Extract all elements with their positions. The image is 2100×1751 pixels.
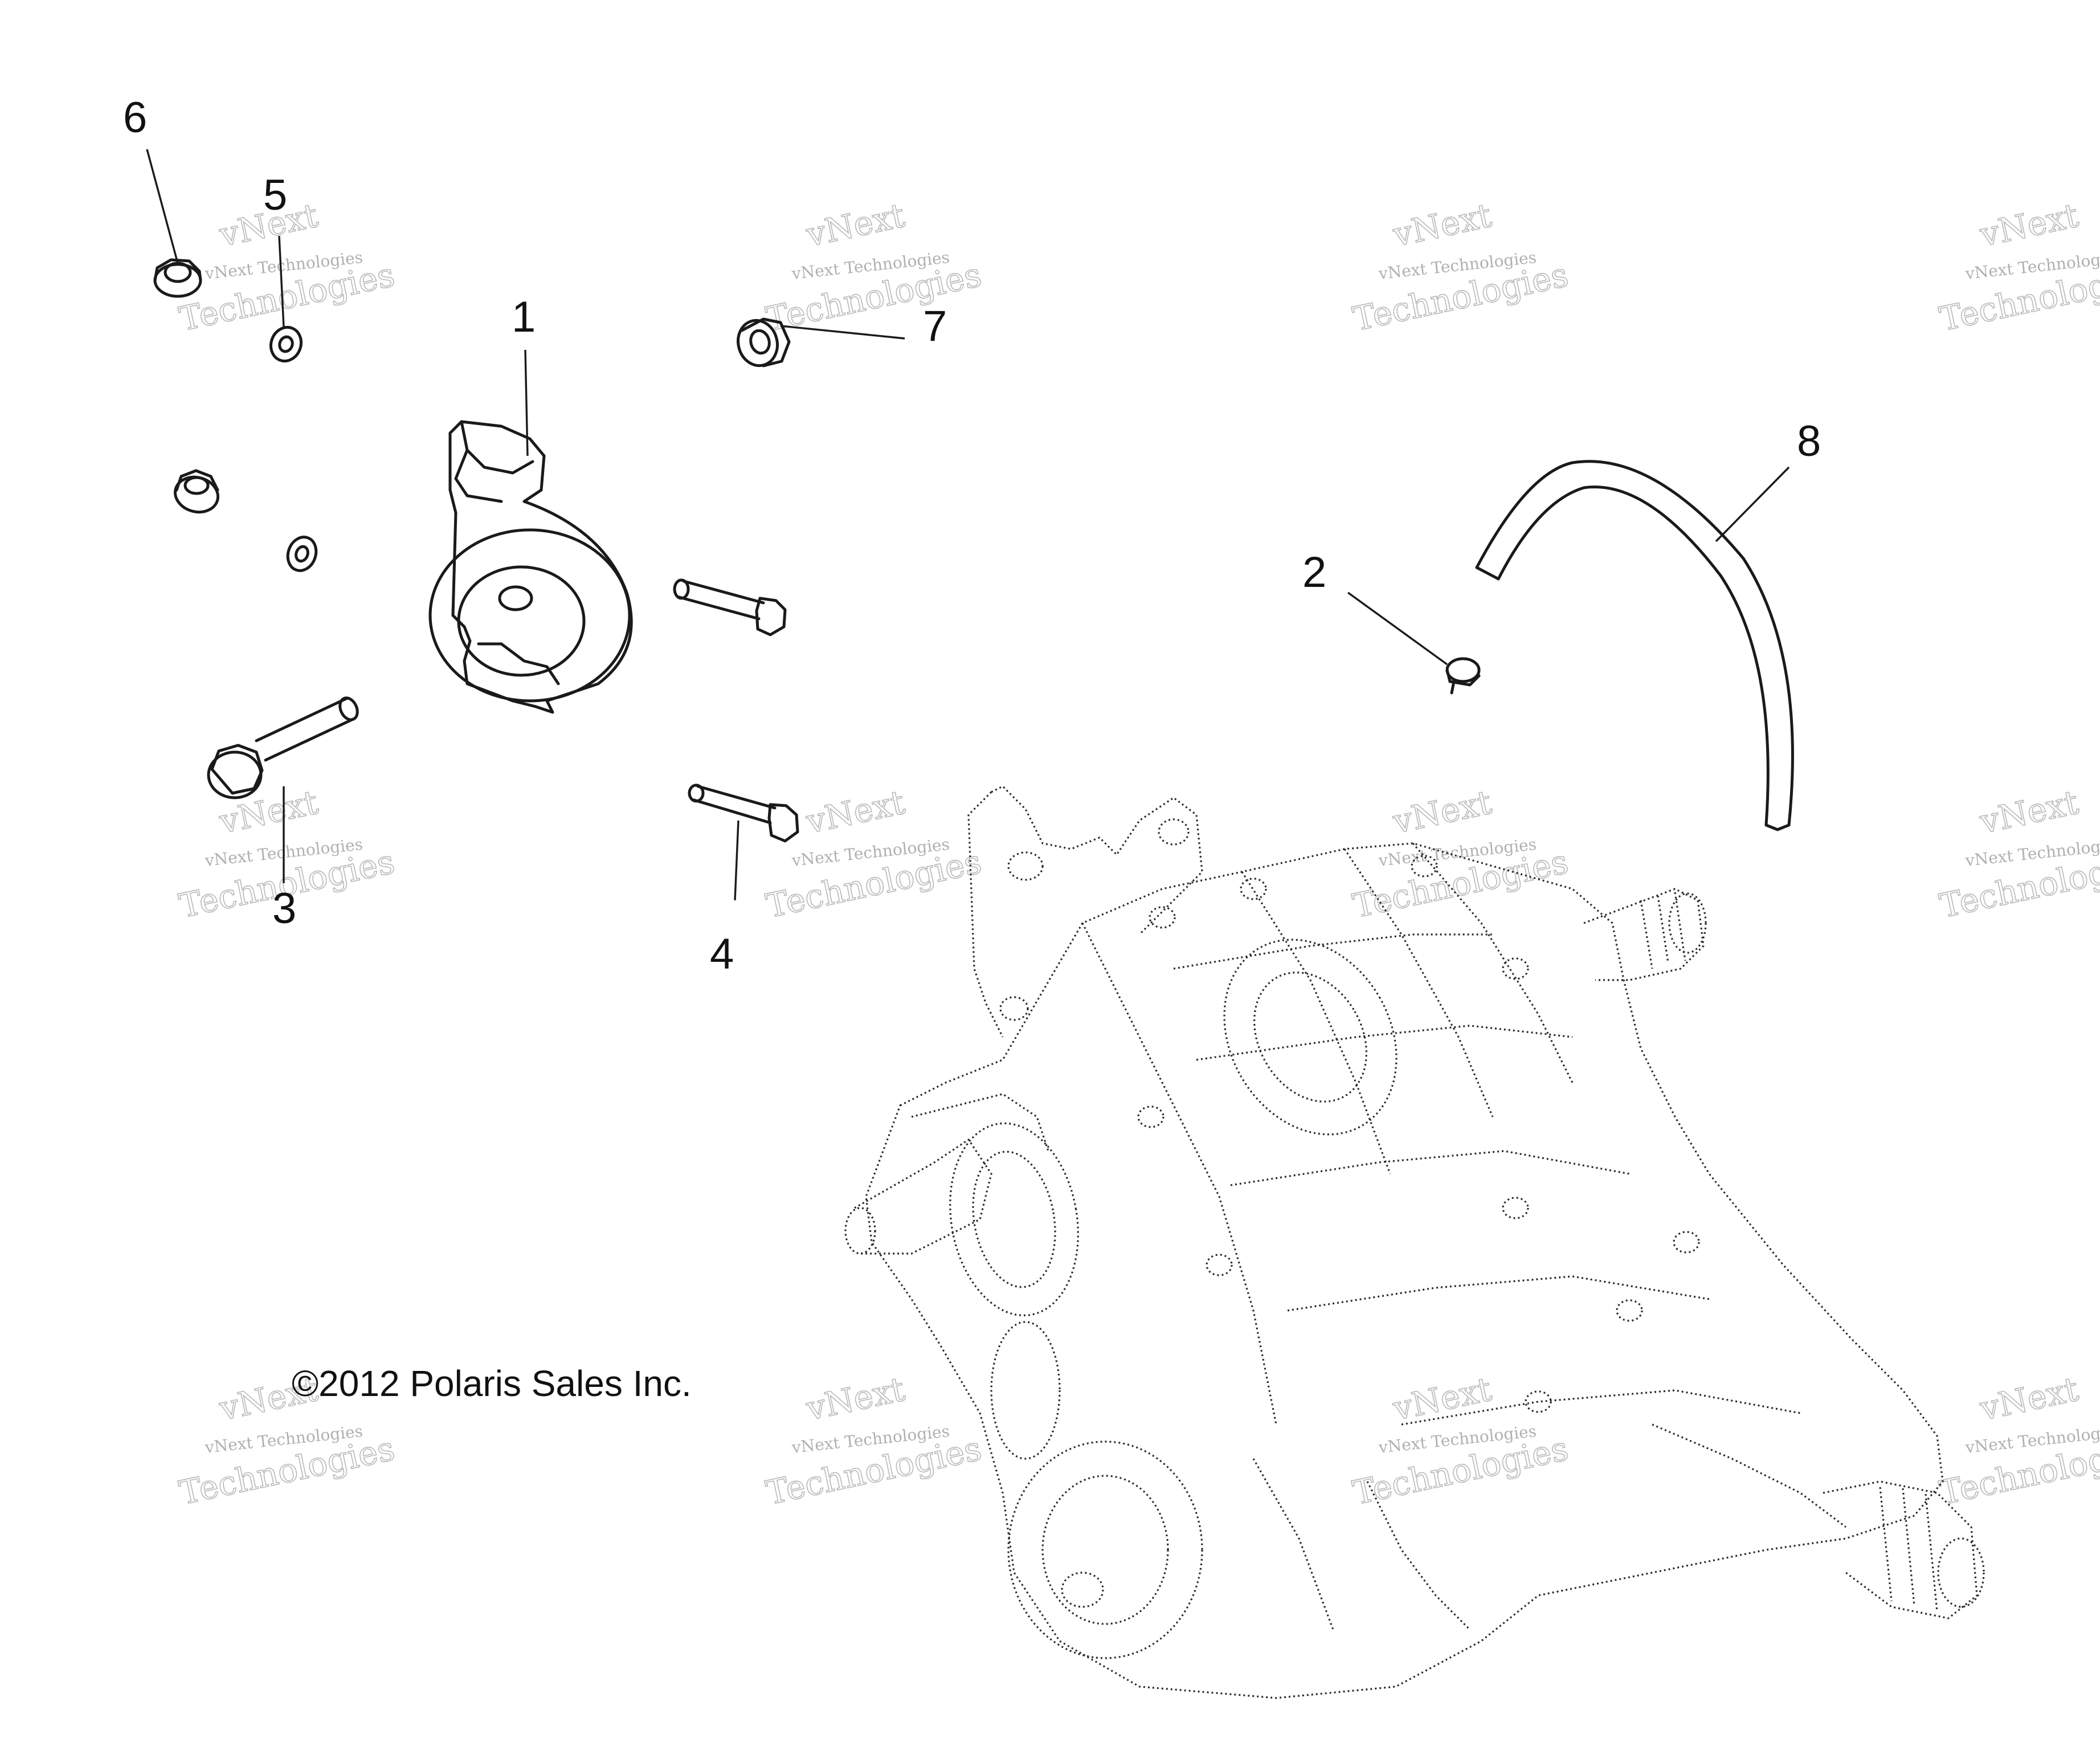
- part-flange-nut-lower[interactable]: [171, 469, 222, 517]
- callout-6: 6: [123, 93, 147, 142]
- watermark: vNext vNext Technologies Technologies: [1936, 782, 2100, 926]
- part-gear-position-sensor[interactable]: [428, 420, 633, 714]
- watermark: vNext vNext Technologies Technologies: [762, 782, 985, 926]
- watermark-large-top: vNext: [1390, 1370, 1495, 1428]
- watermark-large-top: vNext: [803, 1370, 908, 1428]
- watermark: vNext vNext Technologies Technologies: [762, 1369, 985, 1513]
- watermark-large-top: vNext: [1976, 783, 2082, 842]
- watermark-large-top: vNext: [803, 783, 908, 842]
- callout-5: 5: [263, 171, 287, 219]
- leader-lines: [146, 149, 1790, 901]
- part-bolt-short[interactable]: [688, 783, 799, 843]
- watermark: vNext vNext Technologies Technologies: [1349, 782, 1572, 926]
- watermark-large-top: vNext: [1390, 196, 1495, 255]
- watermark: vNext vNext Technologies Technologies: [1349, 195, 1572, 339]
- callout-4: 4: [710, 930, 734, 978]
- watermark-large-top: vNext: [1390, 783, 1495, 842]
- part-washer-top[interactable]: [266, 323, 305, 365]
- callout-labels: 1 2 3 4 5 6 7 8: [123, 93, 1821, 978]
- part-flange-nut-top[interactable]: [153, 258, 202, 298]
- part-breather-hose[interactable]: [1475, 460, 1794, 831]
- watermark-large-top: vNext: [1976, 1370, 2082, 1428]
- part-plug-bushing[interactable]: [733, 316, 791, 370]
- callout-3: 3: [272, 884, 296, 933]
- watermark: vNext vNext Technologies Technologies: [1936, 195, 2100, 339]
- callout-1: 1: [512, 293, 536, 341]
- part-hose-clamp[interactable]: [1445, 657, 1481, 695]
- watermark-group: vNext vNext Technologies Technologies vN…: [175, 195, 2100, 1513]
- callout-2: 2: [1302, 548, 1326, 597]
- watermark: vNext vNext Technologies Technologies: [1349, 1369, 1572, 1513]
- watermark-large-top: vNext: [1976, 196, 2082, 255]
- part-bolt-long[interactable]: [207, 695, 361, 799]
- copyright-notice: ©2012 Polaris Sales Inc.: [292, 1363, 692, 1404]
- callout-8: 8: [1797, 417, 1821, 466]
- watermark-large-top: vNext: [803, 196, 908, 255]
- transmission-assembly: [844, 785, 1985, 1699]
- watermark: vNext vNext Technologies Technologies: [1936, 1369, 2100, 1513]
- watermark: vNext vNext Technologies Technologies: [762, 195, 985, 339]
- callout-7: 7: [923, 302, 947, 350]
- part-bolt-middle[interactable]: [673, 578, 787, 636]
- part-washer-lower[interactable]: [283, 533, 321, 575]
